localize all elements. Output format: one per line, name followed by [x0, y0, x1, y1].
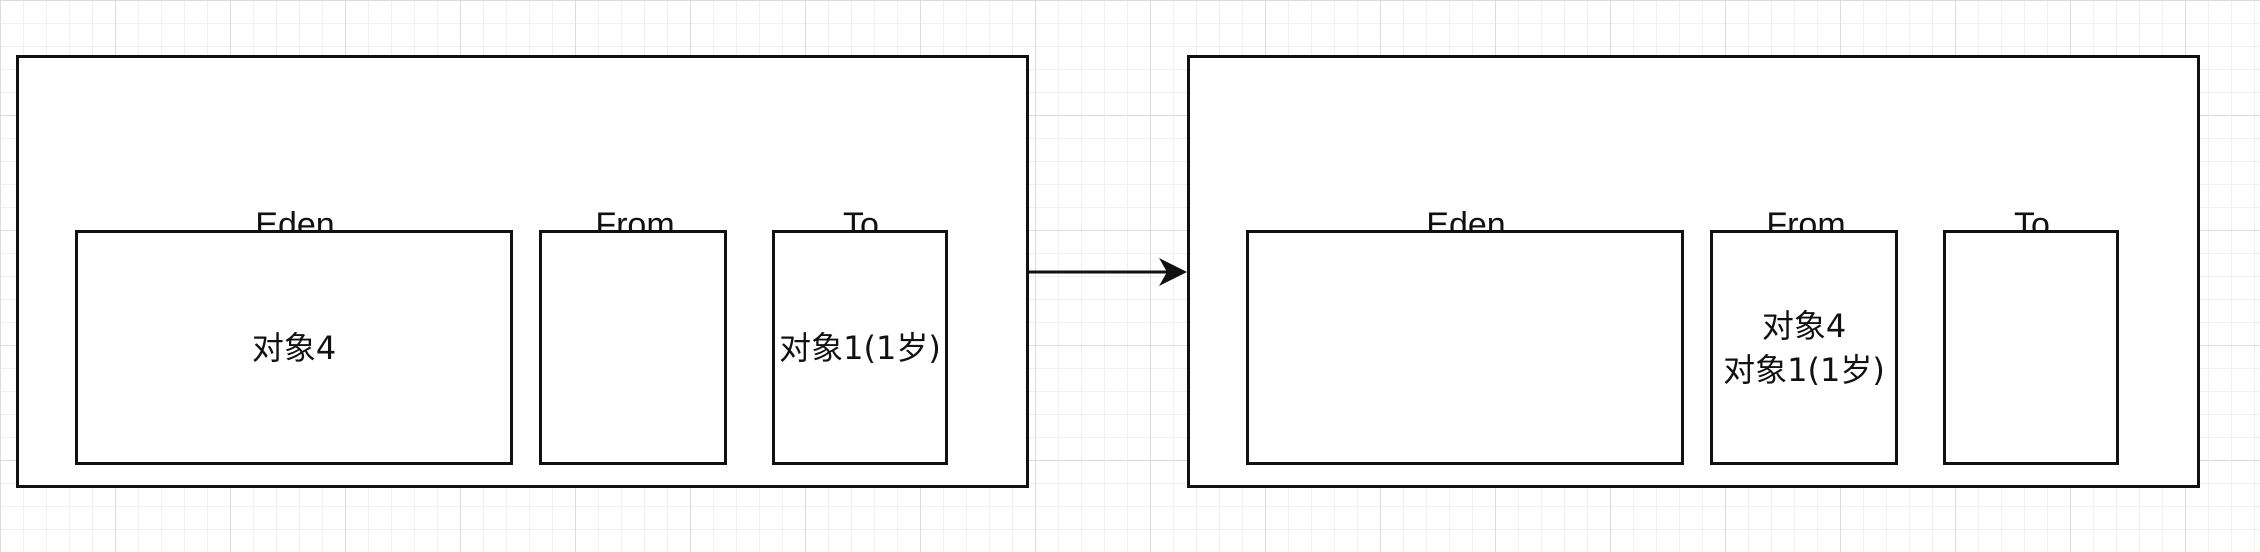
transition-arrow: [1029, 258, 1187, 286]
from-region: [539, 230, 727, 465]
eden-object: 对象4: [251, 328, 337, 367]
heap-after-container: Eden From To 对象4 对象1(1岁): [1187, 55, 2200, 488]
heap-before-container: Eden From To 对象4 对象1(1岁): [16, 55, 1029, 488]
from-object: 对象1(1岁): [1723, 350, 1885, 389]
eden-region: [1246, 230, 1684, 465]
from-region: 对象4 对象1(1岁): [1710, 230, 1898, 465]
to-region: 对象1(1岁): [772, 230, 948, 465]
to-object: 对象1(1岁): [779, 328, 941, 367]
to-region: [1943, 230, 2119, 465]
from-object: 对象4: [1761, 306, 1847, 345]
eden-region: 对象4: [75, 230, 513, 465]
